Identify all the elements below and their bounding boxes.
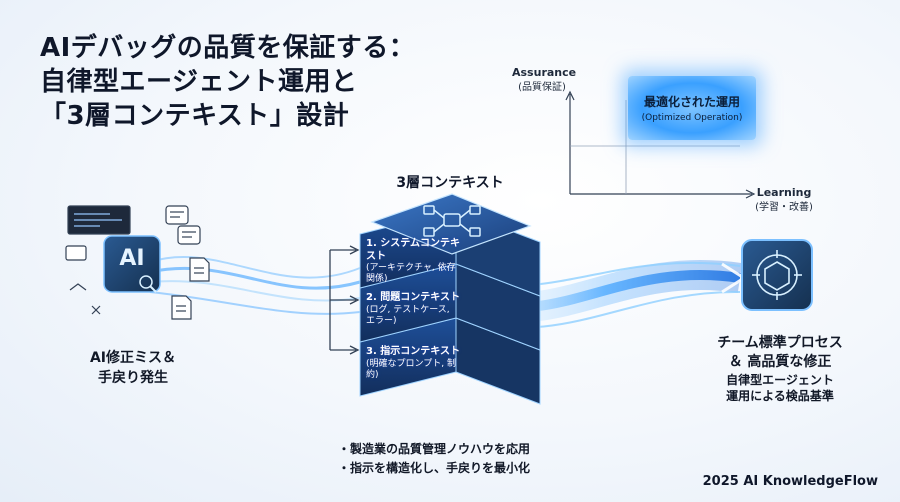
title-line-2: 自律型エージェント運用と <box>40 66 358 97</box>
ai-icon <box>103 235 161 293</box>
ai-icon-label: AI <box>119 246 145 271</box>
y-axis-label: Assurance (品質保証) <box>512 66 577 93</box>
bullet-list: ・製造業の品質管理ノウハウを応用 ・指示を構造化し、手戻りを最小化 <box>338 440 578 478</box>
network-icon <box>423 205 481 237</box>
title-line-1: AIデバッグの品質を保証する： <box>40 33 416 63</box>
optimized-operation-box: 最適化された運用 (Optimized Operation) <box>628 76 756 140</box>
left-problem-label: AI修正ミス＆ 手戻り発生 <box>89 350 177 387</box>
context-stack <box>359 193 541 405</box>
x-axis-label: Learning (学習・改善) <box>755 186 813 213</box>
footer-credit: 2025 AI KnowledgeFlow <box>702 474 878 489</box>
layer-1-label: 1. システムコンテキスト (アーキテクチャ, 依存関係) <box>366 238 460 285</box>
layer-2-label: 2. 問題コンテキスト (ログ, テストケース, エラー) <box>366 292 460 326</box>
bullet-item: ・指示を構造化し、手戻りを最小化 <box>338 461 531 476</box>
document-icons <box>65 205 210 320</box>
stack-title: 3層コンテキスト <box>396 175 504 191</box>
right-outcome-label: チーム標準プロセス ＆ 高品質な修正 自律型エージェント 運用による検品基準 <box>717 335 843 403</box>
layer-3-label: 3. 指示コンテキスト (明確なプロンプト, 制約) <box>366 346 460 380</box>
quadrant-axes <box>565 90 756 199</box>
title-line-3: 「3層コンテキスト」設計 <box>40 100 350 131</box>
target-icon <box>741 239 813 311</box>
layer-connector-arrows <box>329 245 360 355</box>
bullet-item: ・製造業の品質管理ノウハウを応用 <box>338 442 531 456</box>
page-title: AIデバッグの品質を保証する： 自律型エージェント運用と 「3層コンテキスト」設… <box>40 32 415 133</box>
